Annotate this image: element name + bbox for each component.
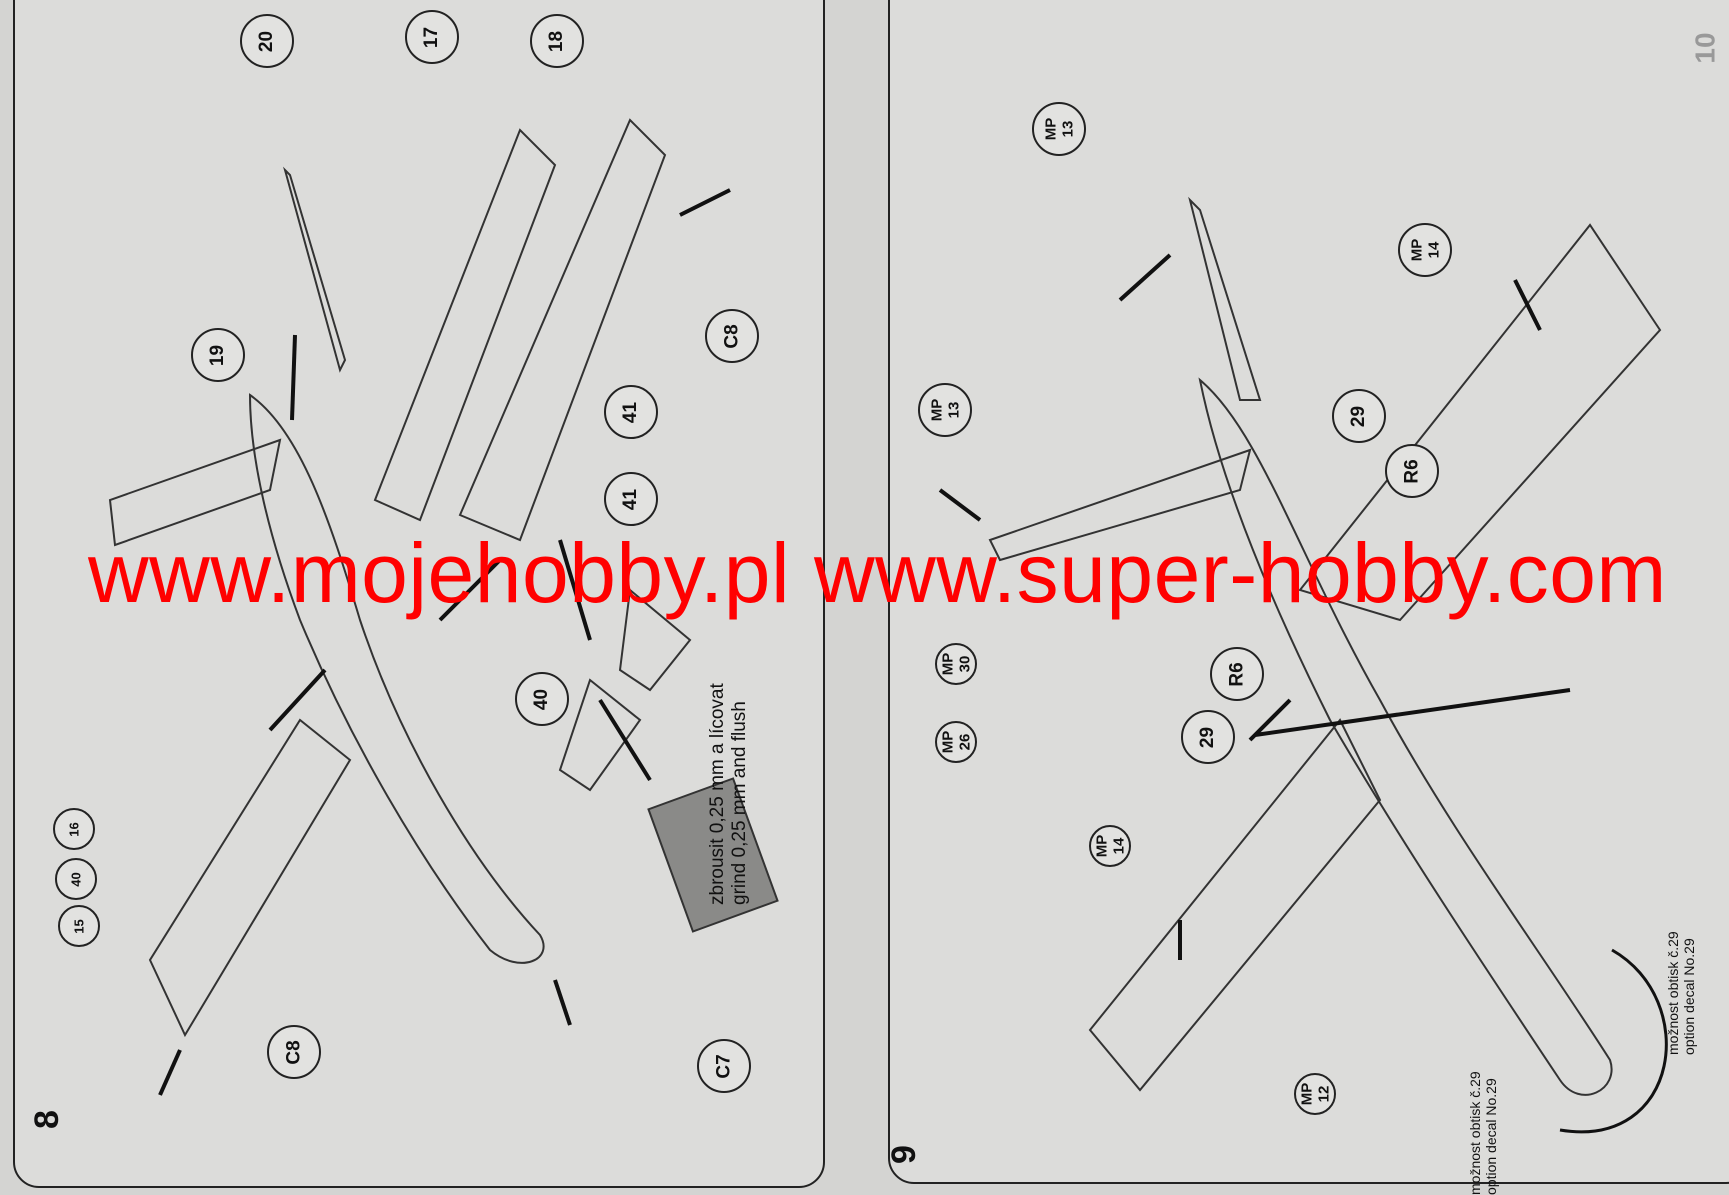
part-number: 19: [207, 344, 229, 366]
part-number: C8: [721, 323, 743, 349]
wing-right-lower: [1088, 718, 1382, 1092]
part-callout: R6: [1210, 647, 1264, 701]
tail-left: [108, 438, 282, 547]
part-20: [283, 166, 347, 373]
part-callout: 15: [58, 905, 100, 947]
part-callout: 20: [240, 14, 294, 68]
wing-left-lower: [148, 718, 352, 1038]
part-number: 17: [421, 26, 443, 48]
fin-right: [1188, 196, 1262, 401]
part-callout: 41: [604, 472, 658, 526]
decal-note-right: možnost obtisk č.29 option decal No.29: [1665, 931, 1697, 1055]
decal-note-cz: možnost obtisk č.29: [1665, 931, 1681, 1055]
part-number: 40: [68, 871, 84, 887]
part-callout: 18: [530, 14, 584, 68]
part-number: R6: [1226, 661, 1248, 687]
wing-right-upper: [1298, 223, 1662, 622]
part-number: 18: [546, 30, 568, 52]
part-number: 29: [1348, 405, 1370, 427]
decal-note-en: option decal No.29: [1681, 938, 1697, 1055]
part-callout: 29: [1181, 710, 1235, 764]
part-number: 29: [1197, 726, 1219, 748]
wing-left-upper-2: [458, 118, 667, 542]
fuselage-drawing-left: [248, 393, 545, 964]
part-number: 41: [620, 488, 642, 510]
part-number: 20: [256, 30, 278, 52]
intake-grid: [647, 777, 779, 933]
fuselage-drawing-right: [1198, 377, 1613, 1096]
part-callout: C8: [705, 309, 759, 363]
part-number: 41: [620, 401, 642, 423]
step-8-panel: [13, 0, 825, 1188]
step-number-8: 8: [27, 1110, 66, 1129]
part-callout: 17: [405, 10, 459, 64]
part-number: C8: [283, 1039, 305, 1065]
part-callout: C8: [267, 1025, 321, 1079]
part-callout: 41: [604, 385, 658, 439]
part-number: 16: [66, 821, 82, 837]
decal-note-en: option decal No.29: [1483, 1078, 1499, 1195]
wing-left-upper: [373, 128, 557, 522]
part-callout: R6: [1385, 444, 1439, 498]
part-callout: C7: [697, 1039, 751, 1093]
decal-arrow-arc: [1559, 948, 1668, 1134]
part-number: 40: [531, 688, 553, 710]
part-40-41: [558, 588, 692, 792]
grind-note-en: grind 0,25 mm and flush: [729, 701, 750, 905]
grind-note-cz: zbrousit 0,25 mm a lícovat: [707, 683, 728, 905]
part-callout: 40: [55, 858, 97, 900]
watermark: www.mojehobby.pl www.super-hobby.com: [88, 526, 1667, 620]
tail-right: [988, 448, 1252, 562]
decal-note-cz: možnost obtisk č.29: [1467, 1071, 1483, 1195]
grind-note: zbrousit 0,25 mm a lícovat grind 0,25 mm…: [707, 683, 751, 905]
part-number: R6: [1401, 458, 1423, 484]
part-callout: 40: [515, 672, 569, 726]
part-callout: 16: [53, 808, 95, 850]
step-number-10: 10: [1689, 32, 1721, 64]
part-callout: 19: [191, 328, 245, 382]
part-number: C7: [713, 1053, 735, 1079]
assembly-arrows: [158, 188, 1571, 1096]
part-callout: 29: [1332, 389, 1386, 443]
step-number-9: 9: [884, 1145, 923, 1164]
decal-note-left: možnost obtisk č.29 option decal No.29: [1467, 1071, 1499, 1195]
part-number: 15: [71, 918, 87, 934]
